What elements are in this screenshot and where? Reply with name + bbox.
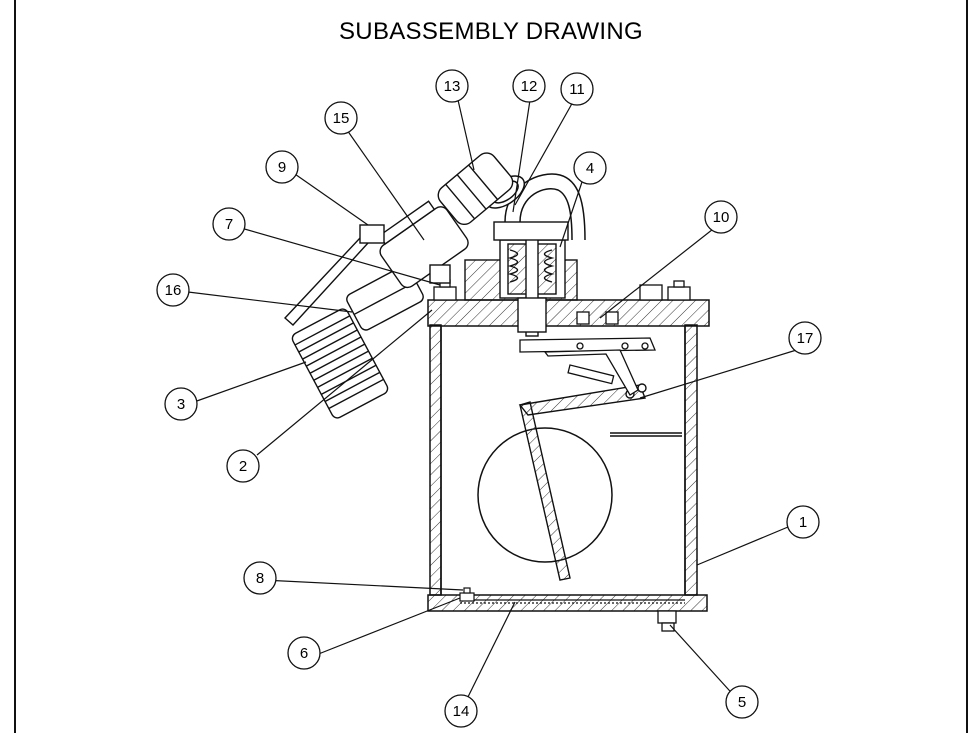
callout-16: 16: [156, 273, 190, 307]
float-arm: [518, 383, 682, 581]
svg-text:8: 8: [256, 570, 264, 587]
housing-box: [427, 299, 710, 612]
svg-text:5: 5: [738, 694, 746, 711]
svg-text:6: 6: [300, 645, 308, 662]
svg-text:3: 3: [177, 396, 185, 413]
leader-lines: [187, 99, 804, 708]
callout-17: 17: [788, 321, 822, 355]
drawing-title: SUBASSEMBLY DRAWING: [339, 18, 643, 45]
drain-fitting: [657, 610, 677, 632]
valve-linkage: [519, 337, 656, 396]
svg-text:11: 11: [569, 81, 585, 98]
svg-text:9: 9: [278, 159, 286, 176]
callout-10: 10: [704, 200, 738, 234]
svg-text:16: 16: [165, 282, 182, 299]
callout-13: 13: [435, 69, 469, 103]
inlet-pipe-assembly: [283, 152, 514, 419]
svg-text:15: 15: [333, 110, 350, 127]
callout-5: 5: [725, 685, 759, 719]
callout-14: 14: [444, 694, 478, 728]
svg-text:13: 13: [444, 78, 461, 95]
callout-1: 1: [786, 505, 820, 539]
svg-text:14: 14: [453, 703, 470, 720]
bottom-screen: [459, 587, 685, 604]
callout-12: 12: [512, 69, 546, 103]
callout-7: 7: [212, 207, 246, 241]
valve-body: [464, 221, 578, 337]
callout-3: 3: [164, 387, 198, 421]
svg-text:7: 7: [225, 216, 233, 233]
svg-text:10: 10: [713, 209, 730, 226]
svg-text:4: 4: [586, 160, 594, 177]
svg-text:17: 17: [797, 330, 814, 347]
callout-2: 2: [226, 449, 260, 483]
callout-4: 4: [573, 151, 607, 185]
callout-15: 15: [324, 101, 358, 135]
callout-9: 9: [265, 150, 299, 184]
svg-text:1: 1: [799, 514, 807, 531]
svg-text:2: 2: [239, 458, 247, 475]
callout-8: 8: [243, 561, 277, 595]
svg-text:12: 12: [521, 78, 538, 95]
callout-6: 6: [287, 636, 321, 670]
top-plate-bolts: [433, 279, 691, 325]
callout-11: 11: [560, 72, 594, 106]
